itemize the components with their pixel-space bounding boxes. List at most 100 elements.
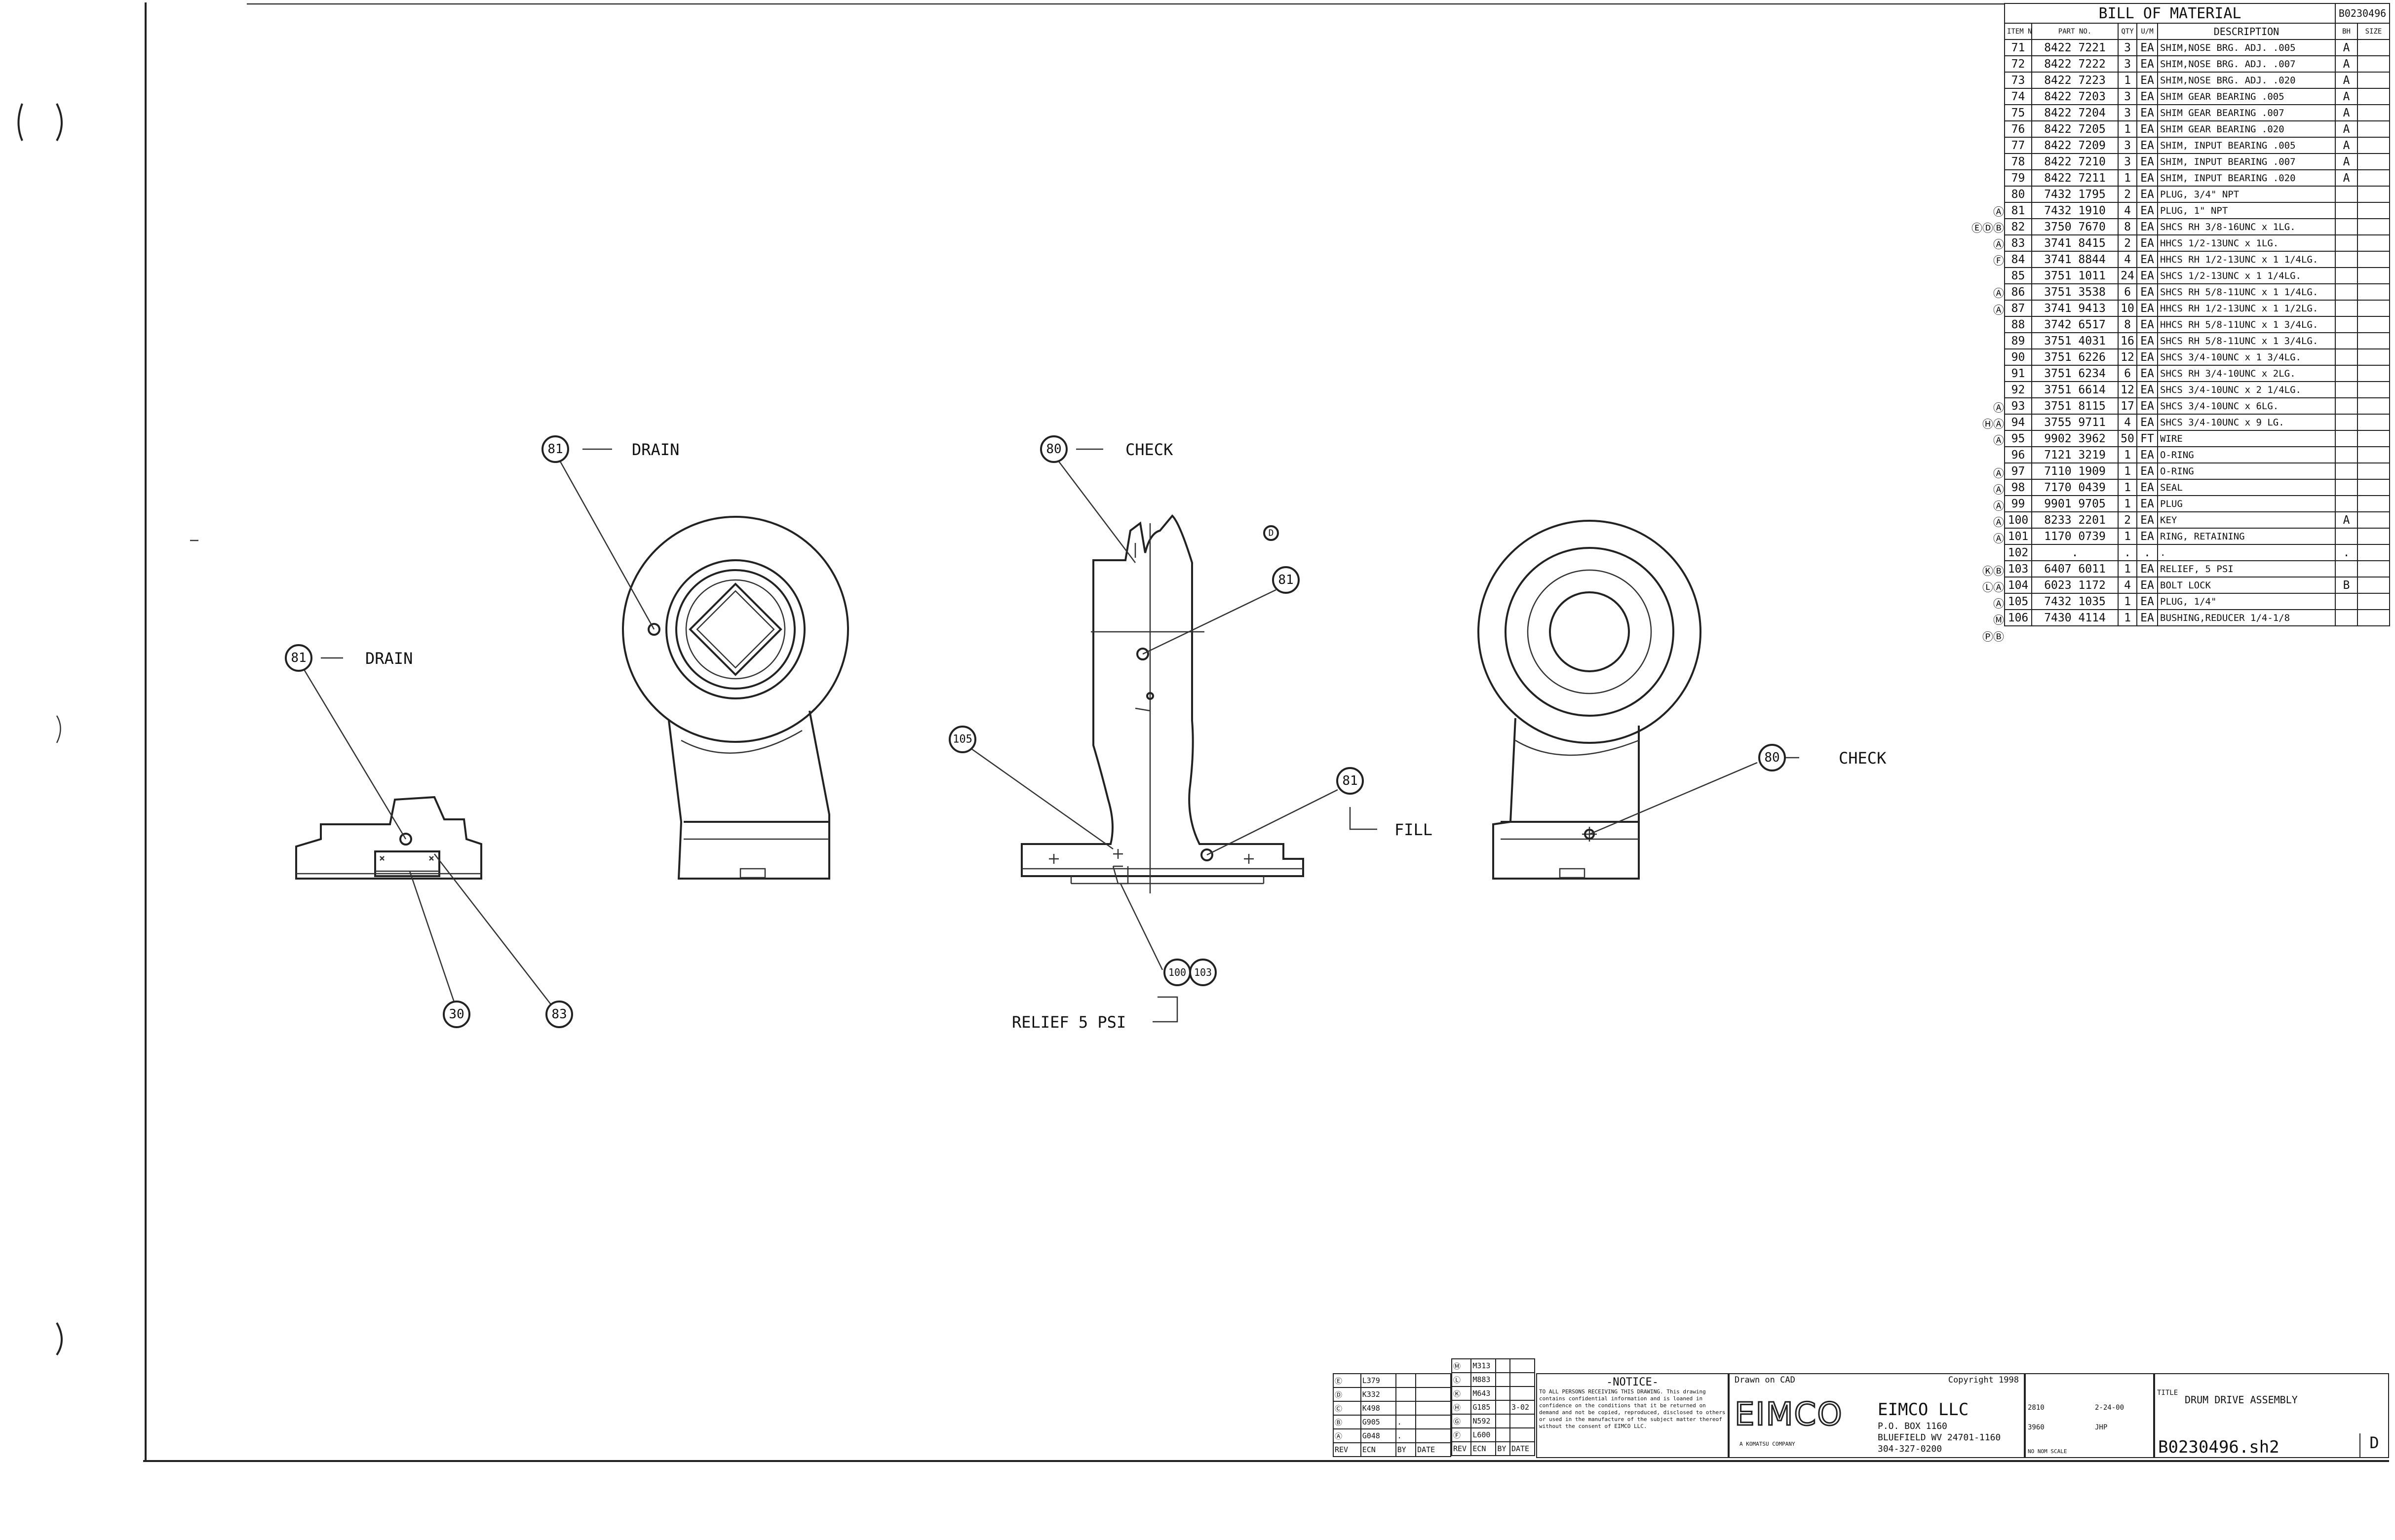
bom-size bbox=[2356, 577, 2391, 594]
revision-cell: ECN bbox=[1470, 1441, 1497, 1456]
bom-item-no: 89 bbox=[2004, 332, 2032, 349]
bom-revision-flags: Ⓐ bbox=[1993, 533, 2004, 545]
bom-description: SHIM,NOSE BRG. ADJ. .020 bbox=[2157, 72, 2336, 89]
bom-um: EA bbox=[2136, 560, 2158, 578]
bom-item-no: 72 bbox=[2004, 55, 2032, 73]
bom-description: PLUG, 1" NPT bbox=[2157, 202, 2336, 219]
bom-item-no: 90 bbox=[2004, 348, 2032, 366]
bom-size bbox=[2356, 528, 2391, 545]
copyright: Copyright 1998 bbox=[1948, 1375, 2019, 1385]
balloon-83: 83 bbox=[545, 1001, 573, 1028]
bom-item-no: 91 bbox=[2004, 365, 2032, 382]
bom-qty: 1 bbox=[2118, 462, 2137, 480]
bom-bh bbox=[2335, 218, 2358, 235]
bom-bh bbox=[2335, 397, 2358, 415]
bom-bh: A bbox=[2335, 39, 2358, 56]
bom-um: EA bbox=[2136, 365, 2158, 382]
bom-um: EA bbox=[2136, 528, 2158, 545]
bom-qty: 24 bbox=[2118, 267, 2137, 284]
bom-um: EA bbox=[2136, 55, 2158, 73]
bom-description: BUSHING,REDUCER 1/4-1/8 bbox=[2157, 609, 2336, 626]
bom-part-no: 8422 7209 bbox=[2031, 137, 2119, 154]
bom-item-no: 87 bbox=[2004, 300, 2032, 317]
bom-item-no: 74 bbox=[2004, 88, 2032, 105]
revision-cell bbox=[1495, 1400, 1510, 1415]
bom-bh: . bbox=[2335, 544, 2358, 561]
bom-row: 102..... bbox=[2004, 544, 2391, 561]
bom-revision-flags: Ⓐ bbox=[1993, 500, 2004, 513]
revision-cell bbox=[1509, 1358, 1536, 1373]
bom-size bbox=[2356, 414, 2391, 431]
bom-size bbox=[2356, 202, 2391, 219]
revision-cell bbox=[1495, 1386, 1510, 1401]
bom-part-no: 1170 0739 bbox=[2031, 528, 2119, 545]
bom-size bbox=[2356, 72, 2391, 89]
bom-um: EA bbox=[2136, 593, 2158, 610]
leader-lines bbox=[303, 448, 1799, 1023]
notice-box: -NOTICE- TO ALL PERSONS RECEIVING THIS D… bbox=[1536, 1373, 1729, 1458]
bom-description: SHCS 1/2-13UNC x 1 1/4LG. bbox=[2157, 267, 2336, 284]
bom-description: RELIEF, 5 PSI bbox=[2157, 560, 2336, 578]
bom-description: HHCS 1/2-13UNC x 1LG. bbox=[2157, 234, 2336, 252]
revision-cell: Ⓛ bbox=[1451, 1372, 1472, 1387]
revision-cell: REV bbox=[1333, 1442, 1361, 1457]
bom-part-no: 3751 6234 bbox=[2031, 365, 2119, 382]
revision-cell: G905 bbox=[1360, 1415, 1396, 1429]
balloon-81-drain-front: 81 bbox=[541, 435, 569, 463]
bom-header-cell: PART NO. bbox=[2031, 23, 2119, 40]
revision-cell: 3-02 bbox=[1509, 1400, 1536, 1415]
bom-um: EA bbox=[2136, 348, 2158, 366]
bom-bh bbox=[2335, 283, 2358, 301]
bom-size bbox=[2356, 300, 2391, 317]
revision-cell: Ⓔ bbox=[1333, 1373, 1361, 1388]
drawing-number: B0230496.sh2 bbox=[2158, 1437, 2279, 1457]
drawing-title: DRUM DRIVE ASSEMBLY bbox=[2185, 1394, 2298, 1406]
balloon-30: 30 bbox=[443, 1001, 470, 1028]
bom-description: WIRE bbox=[2157, 430, 2336, 447]
revision-cell bbox=[1415, 1428, 1451, 1443]
bom-revision-flags: Ⓐ bbox=[1993, 516, 2004, 529]
bom-item-no: 105 bbox=[2004, 593, 2032, 610]
bom-um: EA bbox=[2136, 381, 2158, 398]
bom-bh bbox=[2335, 316, 2358, 333]
bom-item-no: 106 bbox=[2004, 609, 2032, 626]
bom-size bbox=[2356, 544, 2391, 561]
bom-header-cell: BH bbox=[2335, 23, 2358, 40]
bom-qty: 3 bbox=[2118, 137, 2137, 154]
balloon-81-fill: 81 bbox=[1336, 767, 1364, 795]
bom-qty: 6 bbox=[2118, 283, 2137, 301]
bom-item-no: 93 bbox=[2004, 397, 2032, 415]
bom-revision-flags: Ⓐ bbox=[1993, 288, 2004, 301]
drawn-value: 3960 bbox=[2028, 1424, 2045, 1431]
bom-header-cell: SIZE bbox=[2356, 23, 2391, 40]
balloon-105: 105 bbox=[949, 726, 976, 753]
bom-size bbox=[2356, 446, 2391, 463]
bom-um: EA bbox=[2136, 186, 2158, 203]
bom-size bbox=[2356, 316, 2391, 333]
bom-qty: 3 bbox=[2118, 55, 2137, 73]
bom-description: SHIM, INPUT BEARING .020 bbox=[2157, 169, 2336, 187]
bom-qty: 2 bbox=[2118, 511, 2137, 529]
bom-um: EA bbox=[2136, 234, 2158, 252]
date-value: 2-24-00 bbox=[2095, 1404, 2125, 1412]
balloon-80-text: 80 bbox=[1046, 442, 1061, 457]
bom-size bbox=[2356, 609, 2391, 626]
